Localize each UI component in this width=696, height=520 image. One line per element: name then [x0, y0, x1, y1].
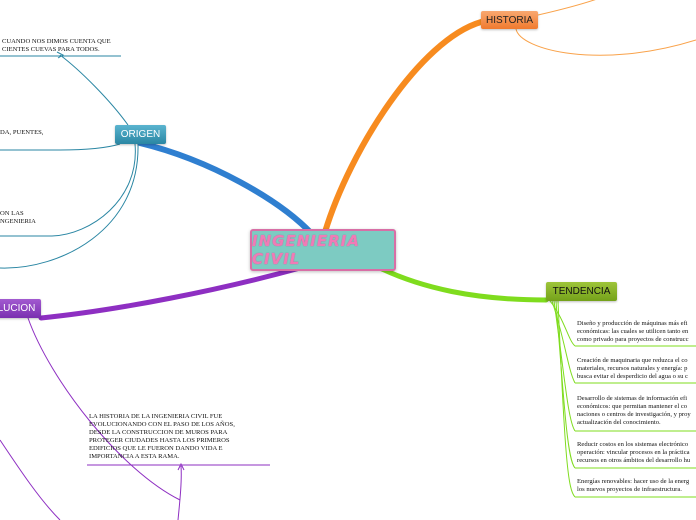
tendencia-subtopic[interactable]: Reducir costos en los sistemas electróni…	[577, 441, 691, 464]
node-evolucion[interactable]: LUCION	[0, 299, 41, 318]
branch-line-historia	[322, 19, 484, 235]
tendencia-subtopic[interactable]: Energías renovables: hacer uso de la ene…	[577, 478, 690, 493]
central-topic[interactable]: INGENIERIA CIVIL	[250, 229, 396, 271]
branch-line-tendencia	[365, 259, 549, 303]
node-evolucion-label: LUCION	[0, 303, 36, 314]
origen-subtopic[interactable]: DA, PUENTES,	[0, 129, 44, 136]
historia-link-2	[515, 28, 696, 56]
central-topic-label: INGENIERIA CIVIL	[252, 232, 360, 268]
branch-line-evolucion	[38, 265, 303, 321]
origen-link-4	[0, 143, 139, 269]
tendencia-subtopic[interactable]: Desarrollo de sistemas de información ef…	[577, 395, 691, 426]
origen-subtopic[interactable]: ON LAS NGENIERIA	[0, 210, 36, 225]
origen-link-2	[59, 143, 121, 151]
tendencia-subtopic[interactable]: Diseño y producción de máquinas más efi …	[577, 320, 689, 343]
historia-link-1	[537, 0, 596, 16]
evolucion-link-3	[177, 465, 182, 520]
node-tendencia[interactable]: TENDENCIA	[546, 282, 617, 301]
origen-subtopic[interactable]: CUANDO NOS DIMOS CUENTA QUE CIENTES CUEV…	[2, 38, 111, 53]
evolucion-link-1	[27, 317, 181, 501]
origen-link-1	[59, 54, 129, 126]
evolucion-link-2	[0, 439, 61, 520]
node-origen[interactable]: ORIGEN	[115, 125, 166, 144]
evolucion-subtopic[interactable]: LA HISTORIA DE LA INGENIERIA CIVIL FUE E…	[89, 413, 235, 460]
node-historia-label: HISTORIA	[485, 14, 534, 26]
node-historia[interactable]: HISTORIA	[481, 11, 538, 29]
tendencia-subtopic[interactable]: Creación de maquinaria que reduzca el co…	[577, 357, 688, 380]
origen-link-3	[51, 143, 136, 237]
node-tendencia-label: TENDENCIA	[552, 286, 611, 297]
branch-line-origen	[137, 140, 315, 237]
node-origen-label: ORIGEN	[120, 129, 161, 140]
